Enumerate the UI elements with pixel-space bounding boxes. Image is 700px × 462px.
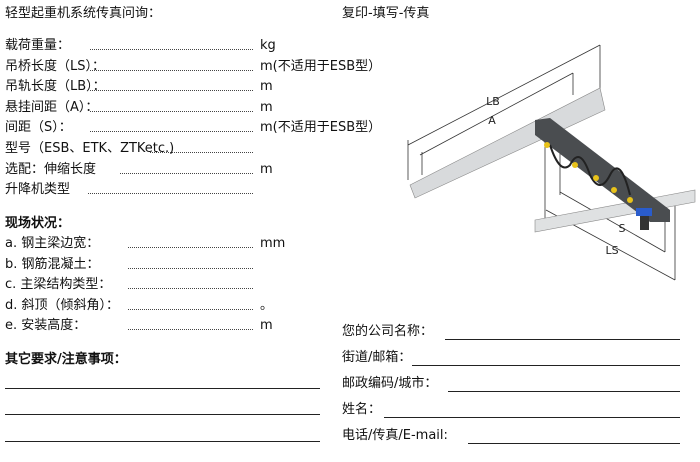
site-item-input[interactable] <box>128 267 253 269</box>
field-input[interactable] <box>90 90 253 92</box>
contact-input[interactable] <box>412 365 680 366</box>
site-item-label: c. 主梁结构类型： <box>5 277 112 292</box>
contact-input[interactable] <box>445 339 680 340</box>
label-a: A <box>488 114 496 127</box>
label-s: S <box>619 222 626 235</box>
field-unit: kg <box>260 38 276 53</box>
field-unit: m(不适用于ESB型） <box>260 58 382 74</box>
form-subtitle: 复印-填写-传真 <box>342 6 430 21</box>
site-item-input[interactable] <box>128 288 253 289</box>
site-heading: 现场状况： <box>5 216 71 231</box>
form-title: 轻型起重机系统传真问询： <box>5 6 162 21</box>
field-label: 吊桥长度（LS）： <box>5 58 105 74</box>
notes-line-2[interactable] <box>5 414 320 415</box>
field-label: 升降机类型 <box>5 182 71 198</box>
notes-line-3[interactable] <box>5 441 320 442</box>
field-input[interactable] <box>90 131 253 133</box>
field-input[interactable] <box>150 152 253 153</box>
contact-input[interactable] <box>468 443 680 444</box>
contact-label: 街道/邮箱： <box>342 350 412 365</box>
field-label: 吊轨长度（LB）： <box>5 79 106 95</box>
field-input[interactable] <box>120 172 253 174</box>
contact-label: 邮政编码/城市： <box>342 376 438 391</box>
field-label: 间距（S）： <box>5 120 72 136</box>
contact-input[interactable] <box>384 417 680 418</box>
field-input[interactable] <box>90 69 253 71</box>
site-item-unit: mm <box>260 236 286 251</box>
contact-label: 姓名： <box>342 402 382 417</box>
field-unit: m <box>260 161 273 177</box>
site-item-input[interactable] <box>128 329 253 330</box>
site-item-label: b. 钢筋混凝土： <box>5 256 100 272</box>
site-item-label: d. 斜顶（倾斜角）： <box>5 297 120 313</box>
field-label: 载荷重量： <box>5 38 71 53</box>
field-unit: m(不适用于ESB型） <box>260 120 382 136</box>
site-item-label: e. 安装高度： <box>5 318 87 333</box>
crane-diagram: LB A S LS <box>407 44 696 281</box>
field-input[interactable] <box>88 193 253 195</box>
site-item-unit: m <box>260 318 273 333</box>
field-input[interactable] <box>90 49 253 50</box>
site-item-input[interactable] <box>128 308 253 310</box>
field-label: 选配：伸缩长度 <box>5 161 97 177</box>
field-unit: m <box>260 79 273 95</box>
site-item-label: a. 钢主梁边宽： <box>5 236 100 251</box>
label-ls: LS <box>605 244 618 257</box>
field-unit: m <box>260 99 273 115</box>
contact-label: 电话/传真/E-mail: <box>342 428 448 443</box>
notes-heading: 其它要求/注意事项： <box>5 352 127 367</box>
site-item-input[interactable] <box>128 247 253 248</box>
contact-input[interactable] <box>448 391 680 392</box>
site-item-unit: 。 <box>260 297 274 313</box>
contact-label: 您的公司名称： <box>342 324 434 339</box>
field-label: 悬挂间距（A）： <box>5 99 99 115</box>
label-lb: LB <box>486 95 500 108</box>
field-input[interactable] <box>90 110 253 112</box>
notes-line-1[interactable] <box>5 388 320 389</box>
field-label: 型号（ESB、ETK、ZTKetc.) <box>5 141 175 156</box>
